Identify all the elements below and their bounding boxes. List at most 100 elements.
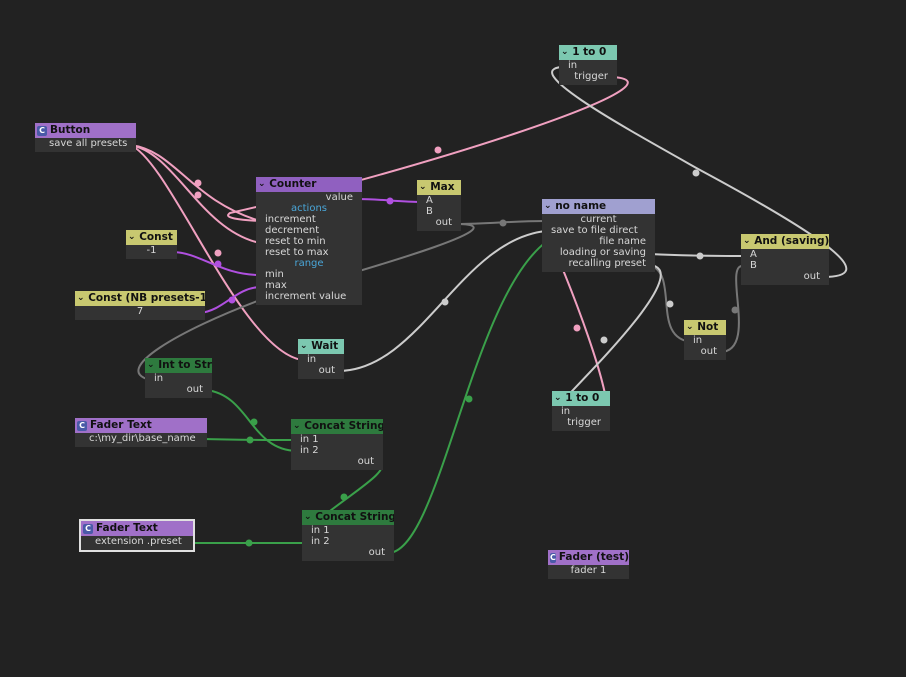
port-loading-or-saving: loading or saving [559, 247, 646, 258]
port-a: A [750, 249, 757, 260]
port-in-2: in 2 [311, 536, 330, 547]
wire-button-to-wait [129, 144, 303, 361]
node-header[interactable]: ⌄ 1 to 0 [552, 391, 610, 406]
node-header[interactable]: ⌄ no name [542, 199, 655, 214]
wire-reroute-dots [194, 146, 739, 547]
port-a: A [426, 195, 433, 206]
node-header[interactable]: ⌄ Int to Str [145, 358, 212, 373]
section-actions: actions [291, 203, 327, 214]
node-header[interactable]: ⌄ Const (NB presets-1) [75, 291, 205, 306]
port-b: B [750, 260, 757, 271]
port-out: out [368, 547, 385, 558]
node-not[interactable]: ⌄ Not in out [684, 320, 726, 360]
node-title: Max [430, 181, 455, 193]
node-header[interactable]: ⌄ Concat String [302, 510, 394, 525]
node-header[interactable]: ⌄ 1 to 0 [559, 45, 617, 60]
node-title: Const [139, 231, 173, 243]
chevron-down-icon[interactable]: ⌄ [147, 360, 155, 370]
port-value: value [325, 192, 353, 203]
node-const[interactable]: ⌄ Const -1 [126, 230, 177, 259]
node-title: no name [555, 200, 607, 212]
port-out: out [186, 384, 203, 395]
wire-fadertext-to-concat1 [202, 438, 298, 441]
node-title: Wait [311, 340, 339, 352]
node-header[interactable]: ⌄ Concat String [291, 419, 383, 434]
node-header[interactable]: ⌄ Wait [298, 339, 344, 354]
node-no-name[interactable]: ⌄ no name current save to file direct fi… [542, 199, 655, 272]
node-title: Int to Str [158, 359, 212, 371]
node-header[interactable]: ⌄ And (saving) [741, 234, 829, 249]
node-title: And (saving) [754, 235, 829, 247]
chevron-down-icon[interactable]: ⌄ [554, 393, 562, 403]
const-value[interactable]: 7 [136, 306, 144, 317]
chevron-down-icon[interactable]: ⌄ [300, 341, 308, 351]
node-counter[interactable]: ⌄ Counter value actions increment decrem… [256, 177, 362, 305]
port-b: B [426, 206, 433, 217]
node-header[interactable]: ⌄ Counter [256, 177, 362, 192]
port-out: out [357, 456, 374, 467]
node-const-nb-presets[interactable]: ⌄ Const (NB presets-1) 7 [75, 291, 205, 320]
port-save-to-file: save to file direct [551, 225, 638, 236]
node-title: Counter [269, 178, 317, 190]
wire-not-to-and [719, 264, 746, 353]
chevron-down-icon[interactable]: ⌄ [544, 201, 552, 211]
node-concat-string-1[interactable]: ⌄ Concat String in 1 in 2 out [291, 419, 383, 470]
wire-concat2-to-filename [387, 241, 547, 554]
chevron-down-icon[interactable]: ⌄ [419, 182, 427, 192]
fader-text-value[interactable]: extension .preset [95, 536, 182, 547]
chevron-down-icon[interactable]: ⌄ [258, 179, 266, 189]
node-wait[interactable]: ⌄ Wait in out [298, 339, 344, 379]
node-header[interactable]: ⌄ Not [684, 320, 726, 335]
node-one-to-zero-top[interactable]: ⌄ 1 to 0 in trigger [559, 45, 617, 85]
node-max[interactable]: ⌄ Max A B out [417, 180, 461, 231]
wire-const-to-min [171, 251, 261, 276]
port-increment-value: increment value [265, 291, 347, 302]
port-trigger: trigger [567, 417, 601, 428]
c-icon: C [77, 420, 87, 431]
port-in-1: in 1 [300, 434, 319, 445]
node-one-to-zero-mid[interactable]: ⌄ 1 to 0 in trigger [552, 391, 610, 431]
port-in-1: in 1 [311, 525, 330, 536]
wire-int-to-concat1 [205, 389, 298, 452]
node-title: Not [697, 321, 719, 333]
port-in: in [568, 60, 578, 71]
chevron-down-icon[interactable]: ⌄ [293, 421, 301, 431]
port-in: in [561, 406, 571, 417]
section-range: range [294, 258, 324, 269]
chevron-down-icon[interactable]: ⌄ [743, 236, 751, 246]
node-title: Const (NB presets-1) [88, 292, 205, 304]
chevron-down-icon[interactable]: ⌄ [686, 322, 694, 332]
node-title: 1 to 0 [565, 392, 600, 404]
c-icon: C [37, 125, 47, 136]
chevron-down-icon[interactable]: ⌄ [304, 512, 312, 522]
fader-value[interactable]: fader 1 [570, 565, 607, 576]
port-reset-to-max: reset to max [265, 247, 329, 258]
node-and-saving[interactable]: ⌄ And (saving) A B out [741, 234, 829, 285]
port-out: out [435, 217, 452, 228]
c-icon: C [550, 552, 556, 563]
fader-text-value[interactable]: c:\my_dir\base_name [89, 433, 196, 444]
chevron-down-icon[interactable]: ⌄ [77, 293, 85, 303]
node-int-to-str[interactable]: ⌄ Int to Str in out [145, 358, 212, 398]
chevron-down-icon[interactable]: ⌄ [128, 232, 136, 242]
port-out: out [318, 365, 335, 376]
node-title: Button [50, 124, 91, 136]
chevron-down-icon[interactable]: ⌄ [561, 47, 569, 57]
node-header[interactable]: ⌄ Max [417, 180, 461, 195]
node-concat-string-2[interactable]: ⌄ Concat String in 1 in 2 out [302, 510, 394, 561]
node-header[interactable]: ⌄ Const [126, 230, 177, 245]
port-in: in [693, 335, 703, 346]
const-value[interactable]: -1 [146, 245, 157, 256]
node-title: 1 to 0 [572, 46, 607, 58]
port-reset-to-min: reset to min [265, 236, 326, 247]
port-decrement: decrement [265, 225, 320, 236]
